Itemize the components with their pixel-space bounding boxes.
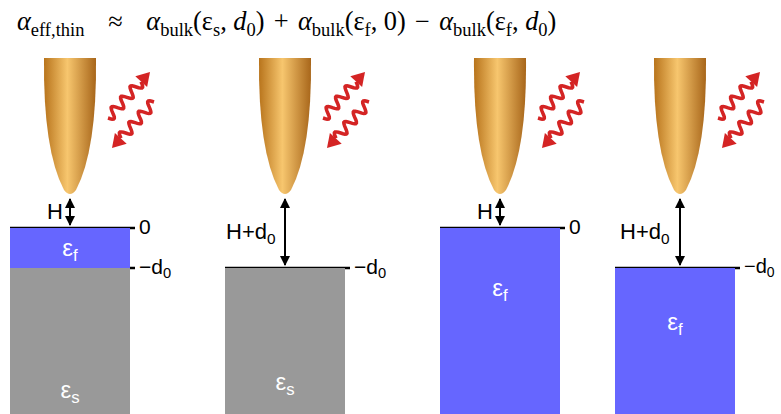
subscript: f xyxy=(365,20,371,40)
distance-label: H xyxy=(47,199,63,224)
permittivity-subscript: s xyxy=(71,388,79,407)
position-label: 0 xyxy=(569,215,581,239)
distance-arrow xyxy=(499,199,501,225)
symbol: (ε xyxy=(486,6,506,36)
symbol: ≈ xyxy=(108,6,122,36)
symbol: H+d xyxy=(620,219,661,244)
subscript: 0 xyxy=(767,264,775,280)
light-wave xyxy=(334,101,369,138)
symbol: , xyxy=(512,6,525,36)
arrow-head xyxy=(745,72,760,87)
permittivity-symbol: ε xyxy=(275,368,286,395)
light-wave xyxy=(549,101,584,138)
probe-tip xyxy=(474,58,526,194)
subscript: s xyxy=(213,20,220,40)
distance-arrow xyxy=(69,199,71,225)
symbol: 0 xyxy=(569,215,581,238)
distance-arrow xyxy=(284,199,286,265)
symbol: H xyxy=(477,199,493,224)
distance-label: H xyxy=(477,199,493,224)
position-label: −d0 xyxy=(354,255,386,282)
symbol: d xyxy=(233,6,246,36)
material-block: εs xyxy=(10,268,130,414)
symbol: (ε xyxy=(345,6,365,36)
subscript: bulk xyxy=(453,20,486,40)
permittivity-subscript: f xyxy=(678,320,683,339)
light-wave xyxy=(729,101,764,138)
subscript: bulk xyxy=(160,20,193,40)
subscript: 0 xyxy=(247,20,256,40)
probe-tip xyxy=(654,58,706,194)
subscript: bulk xyxy=(312,20,345,40)
symbol: α xyxy=(298,6,312,36)
symbol: H xyxy=(47,199,63,224)
symbol: 0 xyxy=(139,215,151,238)
permittivity-symbol: ε xyxy=(492,274,503,301)
permittivity-subscript: s xyxy=(286,380,294,399)
symbol: d xyxy=(525,6,538,36)
symbol: α xyxy=(146,6,160,36)
permittivity-subscript: f xyxy=(73,246,78,265)
symbol: H+d xyxy=(226,219,267,244)
symbol: −d xyxy=(354,255,378,278)
probe-tip xyxy=(44,58,96,194)
arrow-head xyxy=(112,133,127,148)
equation: αeff,thin≈αbulk(εs, d0)+αbulk(εf, 0)−αbu… xyxy=(17,6,556,41)
probe-tip xyxy=(259,58,311,194)
subscript: 0 xyxy=(267,230,276,247)
permittivity-symbol: ε xyxy=(60,376,71,403)
distance-label: H+d0 xyxy=(226,219,276,247)
arrow-head xyxy=(350,72,365,87)
arrow-head xyxy=(722,133,737,148)
symbol: α xyxy=(17,6,31,36)
arrow-head xyxy=(565,72,580,87)
symbol: − xyxy=(415,6,430,36)
material-block: εf xyxy=(440,228,560,414)
subscript: eff,thin xyxy=(31,20,85,40)
permittivity-symbol: ε xyxy=(667,308,678,335)
symbol: (ε xyxy=(193,6,213,36)
subscript: 0 xyxy=(163,265,171,281)
material-block: εs xyxy=(225,268,345,414)
symbol: α xyxy=(439,6,453,36)
subscript: 0 xyxy=(378,265,386,281)
subscript: f xyxy=(506,20,512,40)
material-block: εf xyxy=(10,228,130,268)
light-wave xyxy=(119,101,154,138)
symbol: −d xyxy=(744,255,767,277)
position-label: 0 xyxy=(139,215,151,239)
material-block: εf xyxy=(615,268,735,414)
distance-arrow xyxy=(679,199,681,265)
symbol: −d xyxy=(139,255,163,278)
symbol: ) xyxy=(256,6,265,36)
subscript: 0 xyxy=(538,20,547,40)
symbol: , xyxy=(220,6,233,36)
arrow-head xyxy=(135,72,150,87)
position-label: −d0 xyxy=(744,255,775,280)
permittivity-symbol: ε xyxy=(62,234,73,261)
symbol: ) xyxy=(548,6,557,36)
permittivity-subscript: f xyxy=(503,286,508,305)
arrow-head xyxy=(542,133,557,148)
subscript: 0 xyxy=(661,230,670,247)
symbol: , 0) xyxy=(371,6,406,36)
distance-label: H+d0 xyxy=(620,219,670,247)
symbol: + xyxy=(274,6,289,36)
arrow-head xyxy=(327,133,342,148)
position-label: −d0 xyxy=(139,255,171,282)
